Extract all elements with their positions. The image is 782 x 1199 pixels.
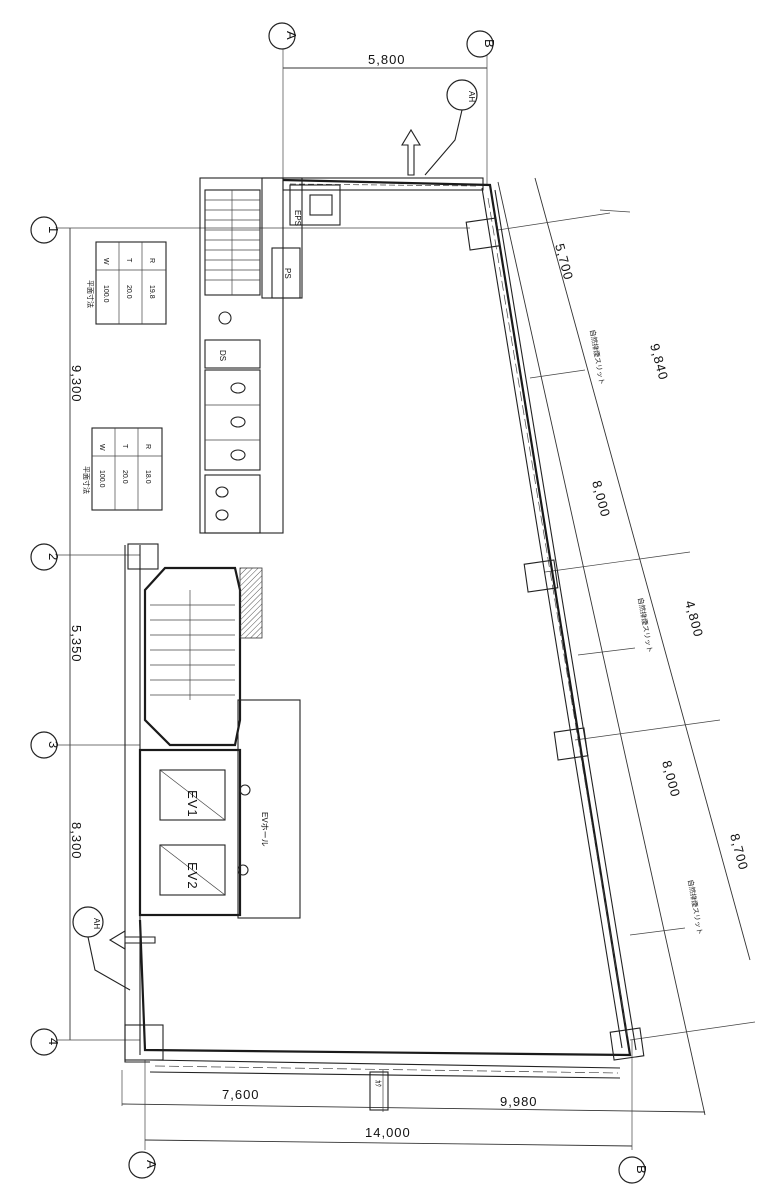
elevators: EV1 EV2 EVホール bbox=[138, 699, 301, 919]
spec-table-2: R T W 18.0 20.0 100.0 平面寸法 bbox=[82, 427, 163, 511]
axis-top-a-label: A bbox=[284, 31, 299, 41]
dim-right-2: 8,000 bbox=[589, 479, 613, 519]
building-outline bbox=[124, 177, 645, 1079]
axis-bubble-top-a: A bbox=[268, 22, 299, 50]
table1-head-r: R bbox=[148, 258, 155, 263]
eps-label: EPS bbox=[293, 210, 302, 226]
table2-val-r: 18.0 bbox=[144, 470, 151, 484]
dim-bottom-total: 14,000 bbox=[365, 1125, 411, 1140]
dim-right-3: 8,000 bbox=[659, 759, 683, 799]
dim-outer-2: 4,800 bbox=[682, 599, 706, 639]
table1-head-w: W bbox=[102, 258, 109, 265]
ah-top-label: AH bbox=[467, 91, 476, 102]
dim-left-1-2: 9,300 bbox=[69, 365, 84, 403]
axis-bubble-bottom-a: A bbox=[128, 1151, 159, 1179]
slit-1-label: 自然排煙スリット bbox=[588, 329, 607, 386]
toilets bbox=[204, 311, 261, 534]
dim-top: 5,800 bbox=[368, 52, 406, 67]
ev1-label: EV1 bbox=[185, 790, 200, 818]
ah-symbol-bottom: AH bbox=[72, 906, 156, 991]
table1-val-w: 100.0 bbox=[102, 285, 109, 303]
smoke-slit-2: 自然排煙スリット bbox=[577, 597, 655, 656]
table2-note: 平面寸法 bbox=[82, 466, 91, 494]
ah-symbol-top: AH bbox=[401, 79, 478, 176]
dim-left-3-4: 8,300 bbox=[69, 822, 84, 860]
lower-stair bbox=[143, 566, 263, 747]
axis-bubble-bottom-b: B bbox=[618, 1156, 649, 1184]
axis-left-4-label: 4 bbox=[46, 1038, 61, 1046]
service-core: EPS PS DS bbox=[138, 177, 341, 919]
ev-hall-label: EVホール bbox=[260, 812, 269, 847]
dim-left-2-3: 5,350 bbox=[69, 625, 84, 663]
dim-outer-1: 9,840 bbox=[647, 342, 671, 382]
axis-left-3-label: 3 bbox=[46, 741, 61, 749]
axis-bubble-left-1: 1 bbox=[30, 216, 61, 244]
dim-bottom-right: 9,980 bbox=[500, 1094, 538, 1109]
table2-val-w: 100.0 bbox=[98, 470, 105, 488]
axis-bubble-top-b: B bbox=[466, 30, 497, 58]
smoke-slit-3: 自然排煙スリット bbox=[629, 879, 705, 936]
table2-head-r: R bbox=[144, 444, 151, 449]
axis-bottom-a-label: A bbox=[144, 1160, 159, 1170]
dim-right-1: 5,700 bbox=[552, 242, 576, 282]
slit-2-label: 自然排煙スリット bbox=[636, 597, 655, 654]
lift-marker: ｶｸ bbox=[369, 1071, 389, 1111]
dim-outer-3: 8,700 bbox=[727, 832, 751, 872]
table1-val-t: 20.0 bbox=[125, 285, 132, 299]
spec-table-1: R T W 19.8 20.0 100.0 平面寸法 bbox=[86, 241, 167, 325]
axis-left-2-label: 2 bbox=[46, 553, 61, 561]
axis-bubble-left-2: 2 bbox=[30, 543, 61, 571]
dim-bottom-left: 7,600 bbox=[222, 1087, 260, 1102]
axis-left-1-label: 1 bbox=[46, 226, 61, 234]
dimension-lines bbox=[48, 40, 756, 1150]
axis-top-b-label: B bbox=[482, 39, 497, 49]
ds-label: DS bbox=[218, 350, 227, 361]
ps-label: PS bbox=[283, 268, 292, 279]
axis-bubble-left-3: 3 bbox=[30, 731, 61, 759]
ev2-label: EV2 bbox=[185, 862, 200, 890]
upper-stair bbox=[204, 189, 261, 296]
ah-bottom-label: AH bbox=[92, 918, 101, 929]
table2-head-w: W bbox=[98, 444, 105, 451]
table1-val-r: 19.8 bbox=[148, 285, 155, 299]
axis-bottom-b-label: B bbox=[634, 1165, 649, 1175]
table2-val-t: 20.0 bbox=[121, 470, 128, 484]
lift-label: ｶｸ bbox=[374, 1080, 382, 1088]
axis-bubble-left-4: 4 bbox=[30, 1028, 61, 1056]
table1-note: 平面寸法 bbox=[86, 280, 95, 308]
table2-head-t: T bbox=[121, 444, 128, 449]
slit-3-label: 自然排煙スリット bbox=[686, 879, 705, 936]
table1-head-t: T bbox=[125, 258, 132, 263]
